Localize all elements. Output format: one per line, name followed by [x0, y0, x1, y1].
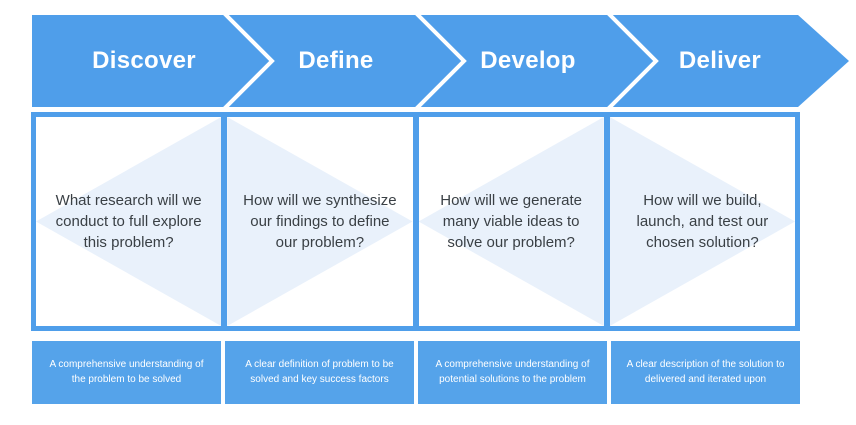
chevron-separator-icon	[415, 15, 467, 107]
stage-outcome-row: A comprehensive understanding of the pro…	[32, 341, 800, 404]
question-text: How will we synthesize our findings to d…	[243, 191, 397, 252]
chevron-separator-icon	[607, 15, 659, 107]
banner-arrow-shape	[32, 15, 849, 107]
question-text: What research will we conduct to full ex…	[55, 191, 202, 252]
outcome-cell-develop: A comprehensive understanding of potenti…	[418, 341, 607, 404]
stage-label-define: Define	[298, 47, 374, 74]
outcome-cell-deliver: A clear description of the solution to d…	[611, 341, 800, 404]
outcome-cell-discover: A comprehensive understanding of the pro…	[32, 341, 221, 404]
stage-label-develop: Develop	[480, 47, 576, 74]
outcome-cell-define: A clear definition of problem to be solv…	[225, 341, 414, 404]
question-text: How will we build, launch, and test our …	[636, 191, 769, 252]
question-card-discover: What research will we conduct to full ex…	[36, 117, 222, 326]
question-card-develop: How will we generate many viable ideas t…	[418, 117, 604, 326]
stage-question-row: What research will we conduct to full ex…	[31, 112, 800, 331]
stage-label-deliver: Deliver	[678, 47, 762, 74]
chevron-separator-icon	[223, 15, 275, 107]
stage-label-discover: Discover	[92, 47, 196, 74]
question-card-deliver: How will we build, launch, and test our …	[609, 117, 795, 326]
question-text: How will we generate many viable ideas t…	[440, 191, 582, 252]
question-card-define: How will we synthesize our findings to d…	[227, 117, 413, 326]
process-stage-banner: Discover Define Develop Deliver	[32, 15, 849, 107]
